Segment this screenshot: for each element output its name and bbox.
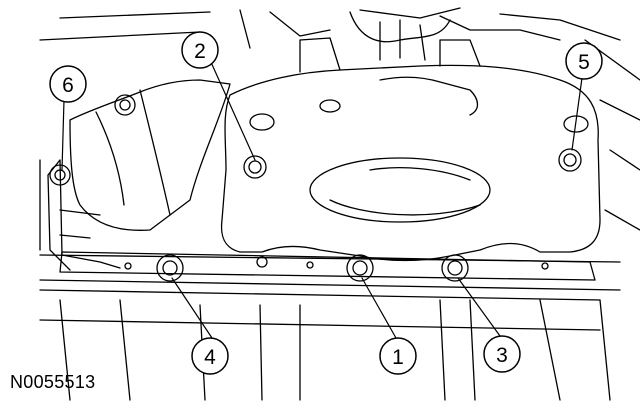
svg-text:5: 5 bbox=[578, 51, 590, 74]
engine-background-lines bbox=[39, 7, 640, 401]
callout-leaders bbox=[61, 59, 583, 339]
svg-text:6: 6 bbox=[62, 74, 74, 97]
lower-rail bbox=[59, 251, 596, 281]
svg-text:3: 3 bbox=[496, 344, 508, 367]
callout-2: 2 bbox=[181, 31, 219, 69]
manifold-flange bbox=[220, 64, 601, 262]
figure-id-label: N0055513 bbox=[10, 372, 96, 392]
callout-1: 1 bbox=[379, 337, 417, 375]
svg-text:1: 1 bbox=[392, 346, 404, 369]
manifold-runner-left bbox=[69, 79, 231, 231]
svg-text:4: 4 bbox=[204, 346, 216, 369]
svg-text:2: 2 bbox=[194, 40, 206, 63]
callout-6: 6 bbox=[49, 65, 87, 103]
callout-4: 4 bbox=[191, 337, 229, 375]
callout-3: 3 bbox=[483, 335, 521, 373]
bolt-heads bbox=[49, 94, 582, 282]
manifold-port bbox=[309, 157, 491, 223]
callout-5: 5 bbox=[565, 42, 603, 80]
